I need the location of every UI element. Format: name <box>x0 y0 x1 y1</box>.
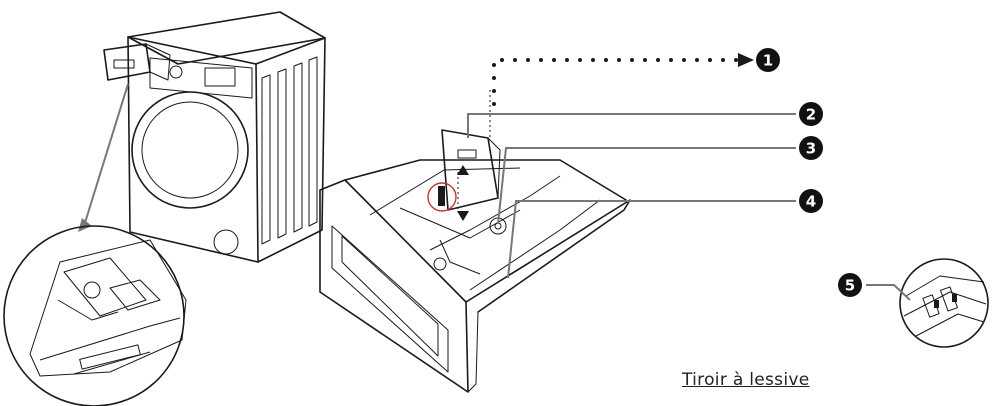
zoom-leader-line <box>83 83 129 227</box>
callout-badge-5: 5 <box>838 273 862 297</box>
callout-5-number: 5 <box>845 277 855 295</box>
callout-badge-2: 2 <box>799 102 823 126</box>
diagram-caption: Tiroir à lessive <box>682 370 810 390</box>
callout-2-number: 2 <box>806 106 816 124</box>
callout-3-number: 3 <box>806 140 816 158</box>
callout-4-number: 4 <box>806 193 816 211</box>
drawer-main <box>319 90 631 393</box>
callout-5-leader <box>866 284 911 301</box>
washing-machine <box>103 11 326 263</box>
callout-2-leader <box>467 113 796 138</box>
zoom-detail-circle <box>3 225 187 406</box>
callout-4-leader <box>507 200 796 279</box>
callout-1-leader <box>492 53 754 106</box>
arrow-down-icon <box>457 211 469 221</box>
arrow-up-icon <box>457 165 469 175</box>
callout-badge-4: 4 <box>799 189 823 213</box>
callout-badge-1: 1 <box>756 48 780 72</box>
zoom-leader-arrow <box>78 218 92 232</box>
callout-3-leader <box>497 147 796 225</box>
detail-circle-5 <box>899 258 989 348</box>
callout-badge-3: 3 <box>799 136 823 160</box>
arrow-right-icon <box>738 53 754 67</box>
highlight-ring <box>427 182 457 212</box>
callout-1-number: 1 <box>763 52 773 70</box>
